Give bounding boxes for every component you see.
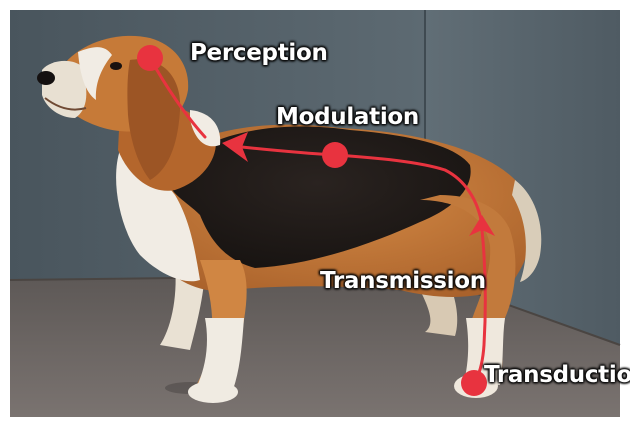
label-transmission: Transmission — [320, 268, 486, 294]
label-transduction: Transduction — [484, 362, 630, 388]
label-perception: Perception — [190, 40, 328, 66]
label-modulation: Modulation — [276, 104, 419, 130]
perception-dot — [137, 45, 163, 71]
modulation-dot — [322, 142, 348, 168]
